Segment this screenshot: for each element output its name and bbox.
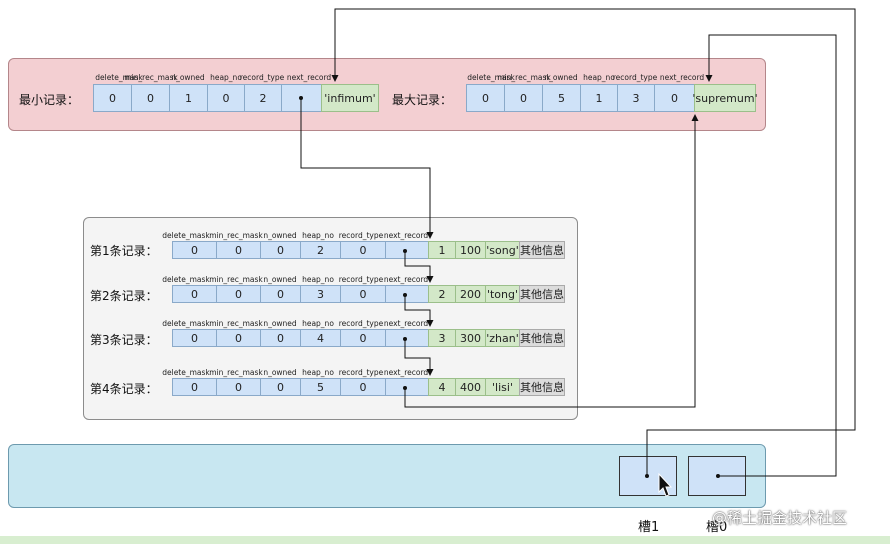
arrow-slot-0-to-supremum: [705, 34, 837, 477]
supremum-label: 最大记录：: [392, 93, 453, 107]
infimum-name: 'infimum': [321, 84, 379, 112]
record-4-min-rec-mask: 0: [216, 378, 261, 396]
arrow-record-3-to-record-4: [404, 339, 434, 376]
record-2-col-1: 200: [455, 285, 486, 303]
infimum-delete-mask: 0: [93, 84, 132, 112]
record-2-col-2: 'tong': [485, 285, 520, 303]
dot-record-2-next: [403, 293, 407, 297]
record-1-header-record-type: record_type: [338, 231, 384, 240]
supremum-delete-mask: 0: [466, 84, 505, 112]
supremum-header-delete-mask: delete_mask: [467, 73, 515, 82]
supremum-n-owned: 5: [542, 84, 581, 112]
arrow-record-2-to-record-3: [404, 295, 434, 327]
bottom-strip: [0, 536, 890, 544]
infimum-header-record-type: record_type: [239, 73, 285, 82]
record-2-record-type: 0: [340, 285, 386, 303]
arrow-infimum-to-record-1: [300, 98, 434, 239]
record-2-header-heap-no: heap_no: [302, 275, 334, 284]
record-2-header-record-type: record_type: [338, 275, 384, 284]
record-4-label: 第4条记录：: [90, 382, 158, 396]
record-2-header-n-owned: n_owned: [263, 275, 297, 284]
cursor-icon: [658, 472, 673, 497]
record-1-header-heap-no: heap_no: [302, 231, 334, 240]
watermark: @稀土掘金技术社区: [712, 509, 848, 527]
record-2-other-info: 其他信息: [519, 285, 565, 303]
record-1-delete-mask: 0: [172, 241, 217, 259]
infimum-header-n-owned: n_owned: [171, 73, 205, 82]
record-3-header-delete-mask: delete_mask: [162, 319, 210, 328]
slot-0-label: 槽0: [706, 520, 728, 535]
infimum-n-owned: 1: [169, 84, 208, 112]
record-1-col-2: 'song': [485, 241, 520, 259]
infimum-header-min-rec-mask: min_rec_mask: [124, 73, 178, 82]
supremum-heap-no: 1: [580, 84, 618, 112]
dot-infimum-next: [299, 96, 303, 100]
record-2-min-rec-mask: 0: [216, 285, 261, 303]
record-3-col-1: 300: [455, 329, 486, 347]
record-3-col-2: 'zhan': [485, 329, 520, 347]
arrow-record-4-to-supremum: [404, 114, 699, 408]
record-2-n-owned: 0: [260, 285, 301, 303]
record-3-header-n-owned: n_owned: [263, 319, 297, 328]
record-4-header-n-owned: n_owned: [263, 368, 297, 377]
record-3-header-heap-no: heap_no: [302, 319, 334, 328]
record-4-header-record-type: record_type: [338, 368, 384, 377]
record-1-header-delete-mask: delete_mask: [162, 231, 210, 240]
supremum-header-next-record: next_record: [659, 73, 705, 82]
record-4-other-info: 其他信息: [519, 378, 565, 396]
record-1-other-info: 其他信息: [519, 241, 565, 259]
record-2-header-next-record: next_record: [383, 275, 429, 284]
record-4-header-next-record: next_record: [383, 368, 429, 377]
supremum-header-record-type: record_type: [612, 73, 658, 82]
record-4-header-delete-mask: delete_mask: [162, 368, 210, 377]
record-1-header-n-owned: n_owned: [263, 231, 297, 240]
record-4-col-2: 'lisi': [485, 378, 520, 396]
record-2-label: 第2条记录：: [90, 289, 158, 303]
dot-record-1-next: [403, 249, 407, 253]
supremum-next-record: 0: [654, 84, 695, 112]
arrow-slot-1-to-infimum: [331, 8, 856, 476]
record-1-n-owned: 0: [260, 241, 301, 259]
record-3-record-type: 0: [340, 329, 386, 347]
record-3-header-record-type: record_type: [338, 319, 384, 328]
slot-1-label: 槽1: [638, 520, 660, 535]
supremum-name: 'supremum': [692, 84, 758, 112]
record-1-header-next-record: next_record: [383, 231, 429, 240]
supremum-header-min-rec-mask: min_rec_mask: [497, 73, 551, 82]
record-4-n-owned: 0: [260, 378, 301, 396]
record-2-header-min-rec-mask: min_rec_mask: [209, 275, 263, 284]
infimum-label: 最小记录：: [19, 93, 80, 107]
supremum-min-rec-mask: 0: [504, 84, 543, 112]
dot-record-4-next: [403, 386, 407, 390]
infimum-header-next-record: next_record: [286, 73, 332, 82]
record-4-header-min-rec-mask: min_rec_mask: [209, 368, 263, 377]
record-1-header-min-rec-mask: min_rec_mask: [209, 231, 263, 240]
record-4-header-heap-no: heap_no: [302, 368, 334, 377]
record-1-col-1: 100: [455, 241, 486, 259]
record-2-header-delete-mask: delete_mask: [162, 275, 210, 284]
infimum-heap-no: 0: [207, 84, 245, 112]
infimum-min-rec-mask: 0: [131, 84, 170, 112]
dot-slot-0: [716, 474, 720, 478]
dot-record-3-next: [403, 337, 407, 341]
supremum-header-heap-no: heap_no: [583, 73, 615, 82]
supremum-header-n-owned: n_owned: [544, 73, 578, 82]
infimum-header-heap-no: heap_no: [210, 73, 242, 82]
arrow-record-1-to-record-2: [404, 251, 434, 283]
record-3-label: 第3条记录：: [90, 333, 158, 347]
record-4-delete-mask: 0: [172, 378, 217, 396]
record-3-other-info: 其他信息: [519, 329, 565, 347]
record-3-header-min-rec-mask: min_rec_mask: [209, 319, 263, 328]
infimum-header-delete-mask: delete_mask: [95, 73, 143, 82]
infimum-record-type: 2: [244, 84, 282, 112]
record-3-header-next-record: next_record: [383, 319, 429, 328]
supremum-record-type: 3: [617, 84, 655, 112]
record-1-label: 第1条记录：: [90, 244, 158, 258]
dot-slot-1: [645, 474, 649, 478]
